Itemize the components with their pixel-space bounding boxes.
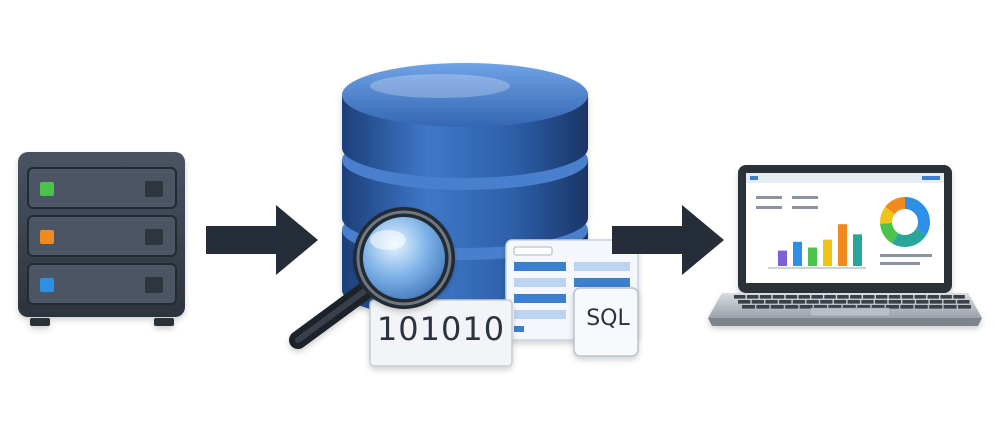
key [837, 295, 849, 299]
key [824, 295, 836, 299]
key [888, 295, 901, 299]
key [742, 305, 755, 309]
key [943, 300, 956, 304]
status-led-green [40, 182, 54, 196]
key [806, 300, 819, 304]
key [799, 305, 813, 309]
key [759, 295, 772, 299]
binary-card [369, 299, 513, 367]
key [875, 295, 888, 299]
key [875, 300, 888, 304]
dashboard-bar [823, 239, 832, 266]
dashboard-bar [793, 241, 802, 266]
key [785, 295, 798, 299]
key [746, 295, 759, 299]
key [940, 295, 952, 299]
dashboard-bar [853, 234, 862, 266]
laptop-dashboard-icon [708, 165, 982, 326]
key [886, 305, 899, 309]
key [772, 295, 785, 299]
key [916, 300, 929, 304]
key [779, 300, 792, 304]
key [929, 300, 943, 304]
key [765, 300, 778, 304]
key [861, 300, 874, 304]
key [900, 305, 914, 309]
key [958, 305, 971, 309]
key [833, 300, 847, 304]
server-icon [18, 152, 185, 326]
key [927, 295, 939, 299]
key [798, 295, 810, 299]
key [953, 295, 965, 299]
dashboard-bar [838, 224, 847, 266]
key [863, 295, 875, 299]
key [847, 300, 860, 304]
status-led-orange [40, 230, 54, 244]
sql-document-icon [573, 287, 639, 357]
status-led-blue [40, 278, 54, 292]
key [751, 300, 764, 304]
key [785, 305, 799, 309]
key [811, 295, 823, 299]
key [850, 295, 862, 299]
key [888, 300, 901, 304]
key [792, 300, 806, 304]
key [943, 305, 957, 309]
key [738, 300, 751, 304]
key [756, 305, 770, 309]
key [770, 305, 784, 309]
key [902, 300, 915, 304]
arrow-right-icon [612, 205, 724, 275]
key [914, 305, 928, 309]
donut-chart [880, 197, 930, 247]
key [929, 305, 943, 309]
arrow-right-icon [206, 205, 318, 275]
magnifier-icon [289, 207, 455, 349]
key [734, 295, 746, 299]
dashboard-bar [778, 250, 787, 266]
key [957, 300, 970, 304]
key [901, 295, 914, 299]
key [820, 300, 833, 304]
dashboard-bar [808, 247, 817, 266]
dashboard-bar-chart [778, 224, 862, 266]
key [914, 295, 927, 299]
